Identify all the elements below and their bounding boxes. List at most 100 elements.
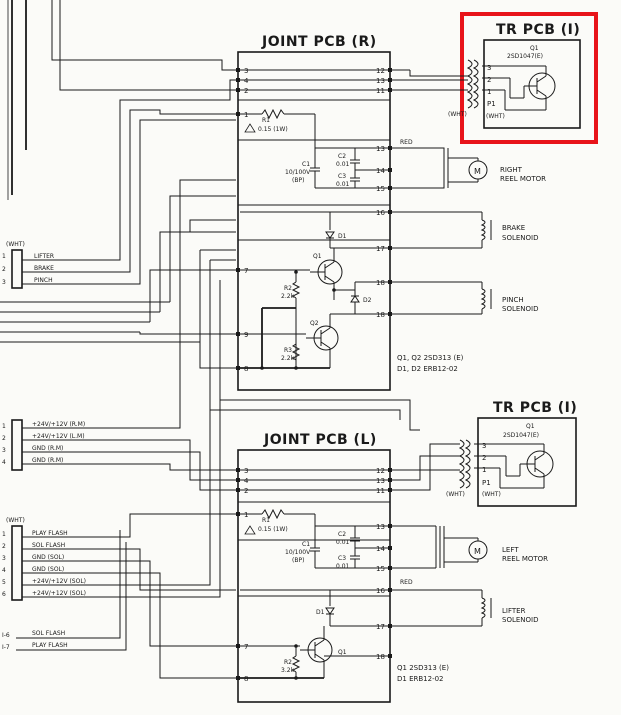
- pin-label: 18: [376, 279, 385, 287]
- pin-label: 1: [244, 511, 248, 519]
- solenoid-label: PINCH: [502, 296, 524, 304]
- joint-r-right-pins: 12 13 11 13 14 15 16 17 18 18: [376, 67, 392, 319]
- p1-label: P1: [482, 479, 491, 487]
- signal-label: LIFTER: [34, 253, 54, 260]
- pin-label: 13: [376, 77, 385, 85]
- pin-label: 3: [487, 64, 491, 72]
- pin-label: 5: [2, 579, 6, 586]
- pin-label: 16: [376, 587, 385, 595]
- pin-label: 3: [244, 67, 248, 75]
- motor-m-label: M: [474, 547, 481, 556]
- signal-label: +24V/+12V (SOL): [32, 590, 86, 597]
- pin-label: 17: [376, 623, 385, 631]
- wht-label: (WHT): [448, 111, 467, 118]
- parts-list-1: Q1, Q2 2SD313 (E): [397, 354, 464, 362]
- pin-label: 1: [2, 423, 6, 430]
- pin-label: 14: [376, 545, 385, 553]
- parts-list-2: D1, D2 ERB12-02: [397, 365, 458, 373]
- c2-value: 0.01: [336, 539, 350, 546]
- solenoid-label: SOLENOID: [502, 305, 538, 313]
- pin-label: 11: [376, 487, 385, 495]
- highlight-box: [460, 12, 598, 144]
- c3-label: C3: [338, 173, 346, 180]
- joint-pcb-r-title: JOINT PCB (R): [261, 34, 377, 50]
- r1-value: 0.15 (1W): [258, 126, 288, 133]
- pin-label: 2: [2, 543, 6, 550]
- right-reel-motor: RED M RIGHT REEL MOTOR: [392, 139, 546, 189]
- pin-label: 11: [376, 87, 385, 95]
- bottom-ref-lines: I-6 I-7 SOL FLASH PLAY FLASH: [2, 530, 127, 651]
- joint-r-left-pins: 3 4 2 1 7 9 8: [236, 67, 249, 373]
- pin-label: 8: [244, 675, 248, 683]
- r2-label: R2: [284, 285, 292, 292]
- pin-label: 18: [376, 653, 385, 661]
- pin-label: 4: [2, 459, 6, 466]
- tr-pcb-bottom-title: TR PCB (I): [493, 400, 577, 416]
- brake-solenoid: BRAKE SOLENOID: [392, 211, 538, 249]
- tr-pcb-top: TR PCB (I) Q1 2SD1047(E) 3 2 1 P1 (WHT) …: [448, 12, 598, 144]
- c1-value: 10/100V: [285, 169, 311, 176]
- d1-label: D1: [338, 233, 347, 240]
- pin-label: 12: [376, 67, 385, 75]
- pin-label: 1: [2, 531, 6, 538]
- joint-pcb-l: JOINT PCB (L) 3 4 2 1 7 8: [236, 432, 449, 703]
- r1-label: R1: [262, 517, 270, 524]
- d2-label: D2: [363, 297, 372, 304]
- transistor-q1-l: Q1: [300, 637, 347, 663]
- tr-pcb-bottom: TR PCB (I) Q1 2SD1047(E) 3 2 1 P1 (WHT) …: [446, 400, 577, 507]
- c1-label: C1: [302, 161, 310, 168]
- joint-pcb-l-title: JOINT PCB (L): [263, 432, 377, 448]
- c2-label: C2: [338, 153, 346, 160]
- pin-label: 1: [244, 111, 248, 119]
- signal-label: +24V/+12V (SOL): [32, 578, 86, 585]
- pin-label: 3: [482, 442, 486, 450]
- q1-label: Q1: [338, 649, 347, 656]
- solenoid-label: SOLENOID: [502, 234, 538, 242]
- pin-label: 1: [487, 88, 491, 96]
- connector-b: 1 2 3 4 +24V/+12V (R.M) +24V/+12V (L.M) …: [2, 196, 236, 491]
- connector-c: (WHT) 1 2 3 4 5 6 PLAY FLASH SOL FLASH G…: [2, 400, 236, 679]
- pin-label: 2: [2, 435, 6, 442]
- joint-pcb-r: JOINT PCB (R) 3 4 2 1 7 9 8: [236, 34, 464, 391]
- signal-label: PINCH: [34, 277, 53, 284]
- tr-part-label: 2SD1047(E): [507, 53, 543, 60]
- tr-q-label: Q1: [530, 45, 539, 52]
- connector-tag: (WHT): [6, 241, 25, 248]
- c1-type: (BP): [292, 557, 304, 564]
- pin-label: 17: [376, 245, 385, 253]
- pin-label: 6: [2, 591, 6, 598]
- c1-value: 10/100V: [285, 549, 311, 556]
- c2-value: 0.01: [336, 161, 350, 168]
- ref-label: I-7: [2, 644, 10, 651]
- pin-label: 3: [244, 467, 248, 475]
- solenoid-label: BRAKE: [502, 224, 525, 232]
- wht-label: (WHT): [486, 113, 505, 120]
- tr-q-label: Q1: [526, 423, 535, 430]
- signal-label: BRAKE: [34, 265, 54, 272]
- r2-label: R2: [284, 659, 292, 666]
- r3-value: 2.2k: [281, 355, 295, 362]
- pin-label: 12: [376, 467, 385, 475]
- warning-icon: [244, 525, 256, 535]
- tr-part-label: 2SD1047(E): [503, 432, 539, 439]
- pin-label: 4: [2, 567, 6, 574]
- pin-label: 7: [244, 643, 248, 651]
- motor-label: RIGHT: [500, 166, 523, 174]
- pin-label: 2: [487, 76, 491, 84]
- c3-value: 0.01: [336, 181, 350, 188]
- r1-label: R1: [262, 117, 270, 124]
- motor-label: REEL MOTOR: [502, 555, 548, 563]
- red-wire-label: RED: [400, 579, 413, 586]
- pin-label: 4: [244, 77, 249, 85]
- pin-label: 15: [376, 565, 385, 573]
- connector-tag: (WHT): [6, 517, 25, 524]
- red-wire-label: RED: [400, 139, 413, 146]
- left-bus-wires: [0, 0, 420, 431]
- pin-label: 8: [244, 365, 248, 373]
- motor-m-label: M: [474, 167, 481, 176]
- pin-label: 4: [244, 477, 249, 485]
- r1-value: 0.15 (1W): [258, 526, 288, 533]
- p1-label: P1: [487, 100, 496, 108]
